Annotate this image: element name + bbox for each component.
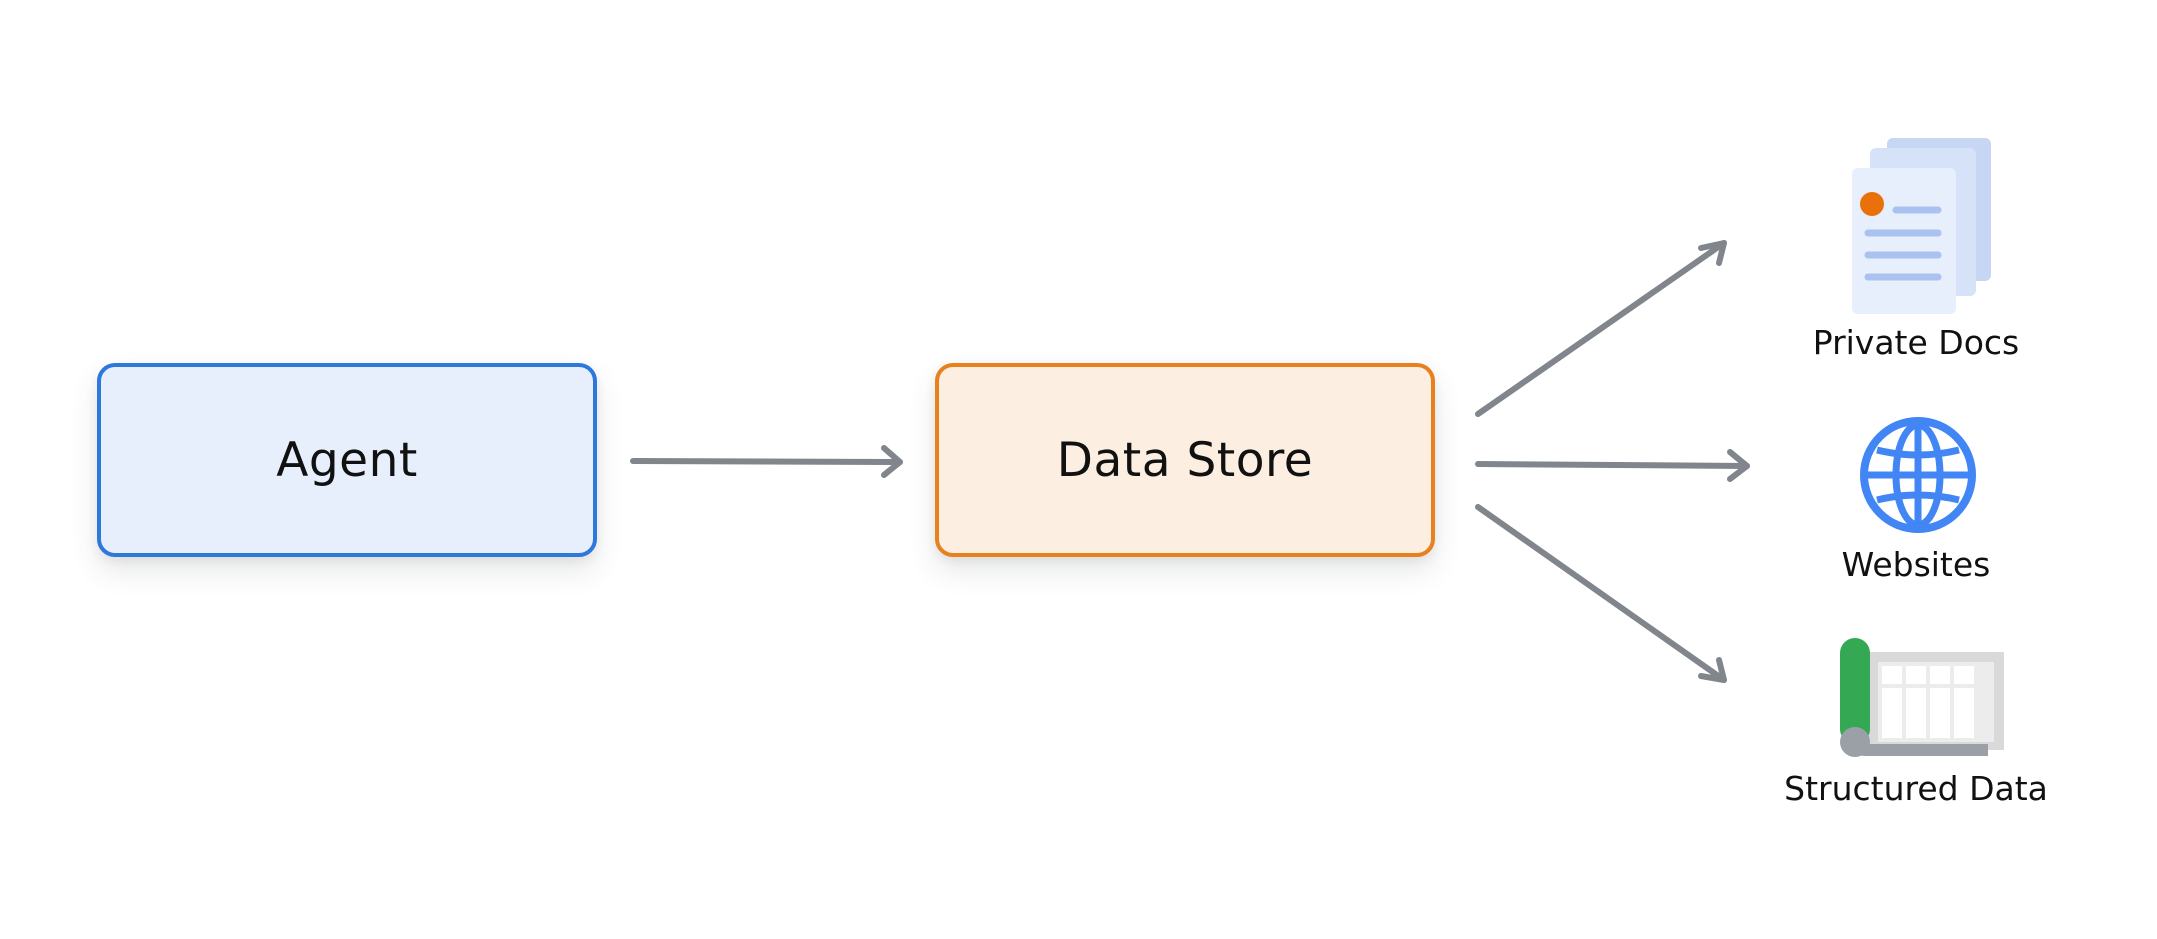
websites-label: Websites bbox=[1841, 545, 1991, 584]
data-store-label: Data Store bbox=[1056, 432, 1314, 488]
table-scroll-icon bbox=[1840, 638, 2004, 757]
arrow-datastore-to-private-docs bbox=[1475, 240, 1727, 417]
arrow-datastore-to-websites bbox=[1475, 449, 1750, 482]
arrow-agent-to-datastore bbox=[630, 445, 903, 478]
agent-node: Agent bbox=[97, 363, 597, 557]
arrow-datastore-to-structured-data bbox=[1475, 504, 1727, 683]
data-store-node: Data Store bbox=[935, 363, 1435, 557]
agent-label: Agent bbox=[276, 432, 418, 488]
globe-icon bbox=[1860, 417, 1976, 533]
document-stack-icon bbox=[1852, 138, 1991, 314]
structured-data-label: Structured Data bbox=[1784, 769, 2048, 808]
private-docs-label: Private Docs bbox=[1812, 323, 2020, 362]
